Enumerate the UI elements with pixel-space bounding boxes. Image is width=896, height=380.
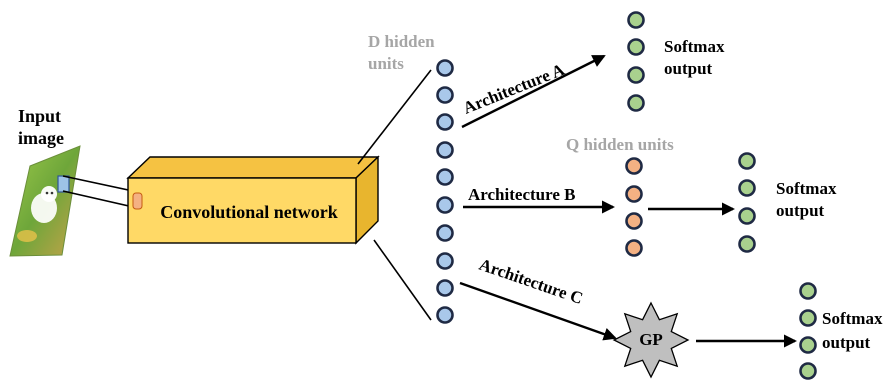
arch-a-arrow <box>461 54 606 129</box>
q-hidden-node <box>625 212 643 230</box>
softmax-node <box>627 66 645 84</box>
d-hidden-node <box>436 141 454 159</box>
q-hidden-node <box>625 185 643 203</box>
softmax-node <box>627 38 645 56</box>
arch-c-arrow <box>459 281 617 341</box>
arch-b-output-label: Softmax <box>776 179 837 198</box>
d-hidden-node <box>436 113 454 131</box>
d-hidden-label: D hidden <box>368 32 435 51</box>
convnet-input-patch <box>132 192 143 210</box>
arch-c-softmax-units <box>799 282 817 380</box>
q-hidden-node <box>625 157 643 175</box>
softmax-node <box>627 11 645 29</box>
d-hidden-node <box>436 59 454 77</box>
q-hidden-units <box>625 157 643 257</box>
arch-b-softmax-units <box>738 152 756 253</box>
d-hidden-node <box>436 196 454 214</box>
softmax-node <box>627 94 645 112</box>
fan-line-bottom <box>373 239 432 321</box>
arch-a-output-label: Softmax <box>664 37 725 56</box>
gp-label: GP <box>639 330 663 349</box>
softmax-node <box>799 282 817 300</box>
gp-star-shape <box>612 301 690 379</box>
convnet-front-face <box>127 177 357 244</box>
receptive-field <box>57 175 70 193</box>
input-label-2: image <box>18 128 64 148</box>
arch-b-output-label-2: output <box>776 201 825 220</box>
softmax-node <box>799 336 817 354</box>
d-hidden-node <box>436 86 454 104</box>
input-label: Input <box>18 106 61 126</box>
d-hidden-node <box>436 279 454 297</box>
convolutional-network-box <box>126 155 380 245</box>
softmax-node <box>738 152 756 170</box>
d-hidden-label-2: units <box>368 54 404 73</box>
softmax-node <box>738 235 756 253</box>
arch-c-label: Architecture C <box>477 255 586 308</box>
arch-a-softmax-units <box>627 11 645 112</box>
convnet-label: Convolutional network <box>160 202 338 222</box>
arch-c-output-label-2: output <box>822 333 871 352</box>
softmax-node <box>799 309 817 327</box>
softmax-node <box>738 179 756 197</box>
arch-a-output-label-2: output <box>664 59 713 78</box>
softmax-node <box>738 207 756 225</box>
d-hidden-node <box>436 168 454 186</box>
input-image <box>9 145 81 257</box>
d-hidden-node <box>436 306 454 324</box>
arch-a-label: Architecture A <box>460 60 567 118</box>
arch-c-output-label: Softmax <box>822 309 883 328</box>
d-hidden-node <box>436 224 454 242</box>
convnet-top-face <box>126 156 380 179</box>
q-hidden-label: Q hidden units <box>566 135 674 154</box>
softmax-node <box>799 362 817 380</box>
arch-b-label: Architecture B <box>468 185 575 204</box>
fan-line-top <box>357 69 432 165</box>
q-hidden-node <box>625 239 643 257</box>
d-hidden-node <box>436 252 454 270</box>
d-hidden-units <box>436 59 454 324</box>
